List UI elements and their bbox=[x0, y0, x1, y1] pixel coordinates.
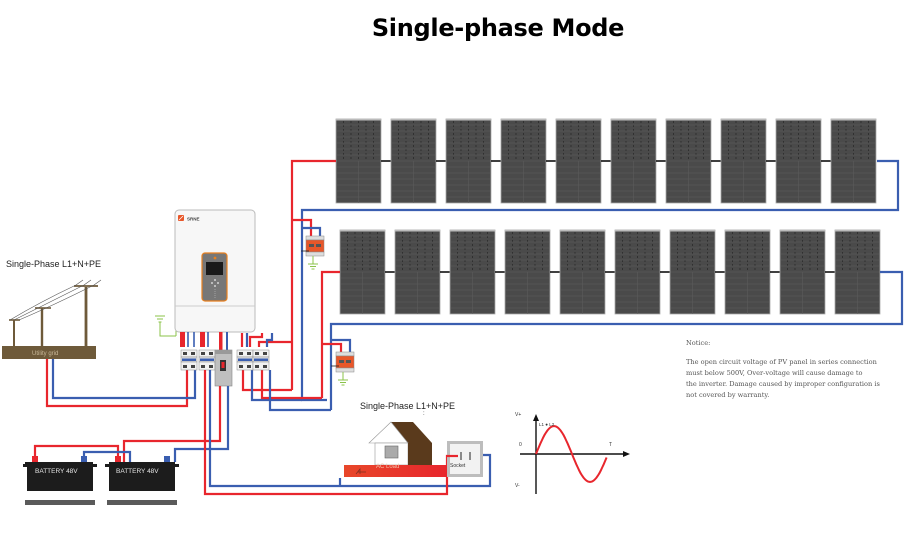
battery-negative-wire bbox=[173, 386, 230, 462]
inverter-ground-icon bbox=[155, 315, 177, 337]
house-icon bbox=[368, 421, 432, 466]
grid-ground-label: Utility grid bbox=[32, 351, 58, 357]
pv1-positive-to-breaker bbox=[241, 370, 292, 392]
x-axis-arrow-icon bbox=[623, 451, 630, 457]
inverter-brand: SRNE bbox=[187, 217, 200, 222]
solar-panel bbox=[665, 118, 712, 204]
spd-2-negative-tap bbox=[331, 338, 352, 352]
pv2-positive-to-breaker bbox=[260, 370, 322, 400]
solar-panel bbox=[394, 229, 441, 315]
grid-label: Single-Phase L1+N+PE bbox=[6, 259, 101, 269]
waveform-y-top-label: V+ bbox=[515, 412, 521, 418]
load-output-breaker[interactable] bbox=[198, 349, 216, 371]
battery-1-label: BATTERY 48V bbox=[35, 468, 78, 475]
pv-string-2-negative-wire bbox=[329, 270, 904, 410]
grid-input-breaker[interactable] bbox=[180, 349, 198, 371]
inverter-lcd-screen bbox=[206, 262, 223, 275]
solar-panel bbox=[504, 229, 551, 315]
pv2-negative-to-breaker bbox=[268, 370, 331, 412]
pv1-dc-breaker[interactable] bbox=[236, 349, 254, 371]
battery-dc-breaker[interactable] bbox=[214, 349, 233, 387]
wall-socket[interactable]: Socket bbox=[447, 441, 483, 477]
inverter-control-panel bbox=[201, 252, 228, 302]
solar-panel bbox=[724, 229, 771, 315]
pv-string-2-positive-wire bbox=[320, 270, 340, 398]
pv-positive-into-inverter bbox=[240, 333, 292, 347]
solar-panel bbox=[335, 118, 382, 204]
solar-panel bbox=[610, 118, 657, 204]
solar-panel bbox=[669, 229, 716, 315]
page-title: Single-phase Mode bbox=[371, 14, 625, 42]
ground-icon bbox=[308, 263, 318, 270]
notice-block: Notice: The open circuit voltage of PV p… bbox=[686, 339, 880, 399]
load-label: Single-Phase L1+N+PE bbox=[360, 401, 455, 411]
breaker-panel bbox=[180, 349, 270, 371]
socket-label: Socket bbox=[450, 463, 466, 469]
spd-1-positive-tap bbox=[292, 218, 313, 236]
battery-1-base bbox=[25, 500, 95, 505]
ac-load-label: AC Load bbox=[376, 464, 399, 470]
solar-panel bbox=[390, 118, 437, 204]
solar-panel bbox=[775, 118, 822, 204]
notice-line: must below 500V, Over-voltage will cause… bbox=[686, 369, 862, 377]
notice-line: not covered by warranty. bbox=[686, 391, 769, 399]
pv1-negative-to-breaker bbox=[250, 370, 302, 402]
waveform-x-label: T bbox=[609, 442, 612, 448]
hybrid-inverter: SRNE bbox=[174, 209, 256, 333]
utility-grid-poles-icon: Utility grid bbox=[2, 279, 102, 359]
pv-string-1-positive-wire bbox=[290, 159, 336, 390]
notice-heading: Notice: bbox=[686, 339, 710, 347]
waveform-y-bottom-label: V- bbox=[515, 483, 520, 489]
battery-2-label: BATTERY 48V bbox=[116, 468, 159, 475]
surge-protector-1 bbox=[301, 235, 325, 270]
solar-panel bbox=[834, 229, 881, 315]
power-indicator-icon bbox=[213, 256, 217, 260]
load-neutral-wire bbox=[208, 370, 492, 488]
ac-waveform-chart: V+ 0 V- T L1 ● L2 bbox=[515, 412, 630, 494]
pv-string-row-1 bbox=[335, 118, 877, 204]
pv-string-row-2 bbox=[339, 229, 881, 315]
spd-1-negative-tap bbox=[302, 226, 322, 236]
solar-panel bbox=[555, 118, 602, 204]
solar-panel bbox=[559, 229, 606, 315]
surge-protector-2 bbox=[331, 351, 355, 386]
solar-panel bbox=[614, 229, 661, 315]
notice-line: the inverter. Damage caused by improper … bbox=[686, 380, 880, 388]
navigation-buttons-icon bbox=[211, 279, 219, 298]
pv2-dc-breaker[interactable] bbox=[252, 349, 270, 371]
battery-series-positive bbox=[33, 444, 120, 462]
y-axis-arrow-icon bbox=[533, 414, 539, 421]
solar-panel bbox=[449, 229, 496, 315]
pv-string-1-negative-wire bbox=[300, 159, 900, 402]
solar-panel bbox=[339, 229, 386, 315]
solar-panel bbox=[830, 118, 877, 204]
ground-icon bbox=[338, 379, 348, 386]
battery-2-base bbox=[107, 500, 177, 505]
inverter-terminal-wires bbox=[180, 332, 228, 350]
load-sub-label: : bbox=[423, 411, 425, 417]
pv-negative-into-inverter bbox=[245, 333, 274, 347]
notice-line: The open circuit voltage of PV panel in … bbox=[686, 358, 878, 366]
solar-panel bbox=[445, 118, 492, 204]
ac-load-bar: AC Load bbox=[344, 464, 448, 477]
brand-logo-icon bbox=[178, 215, 184, 221]
spd-2-positive-tap bbox=[322, 342, 343, 352]
waveform-legend: L1 ● L2 bbox=[539, 422, 555, 427]
solar-panel bbox=[720, 118, 767, 204]
waveform-zero-label: 0 bbox=[519, 442, 522, 448]
battery-2: BATTERY 48V bbox=[105, 456, 179, 505]
load-symbol-icon bbox=[355, 468, 366, 475]
solar-panel bbox=[500, 118, 547, 204]
grid-line-wire bbox=[45, 359, 189, 408]
waveform-sine-curve bbox=[535, 425, 608, 483]
grid-neutral-wire bbox=[51, 359, 197, 400]
solar-panel bbox=[779, 229, 826, 315]
battery-1: BATTERY 48V bbox=[23, 456, 97, 505]
